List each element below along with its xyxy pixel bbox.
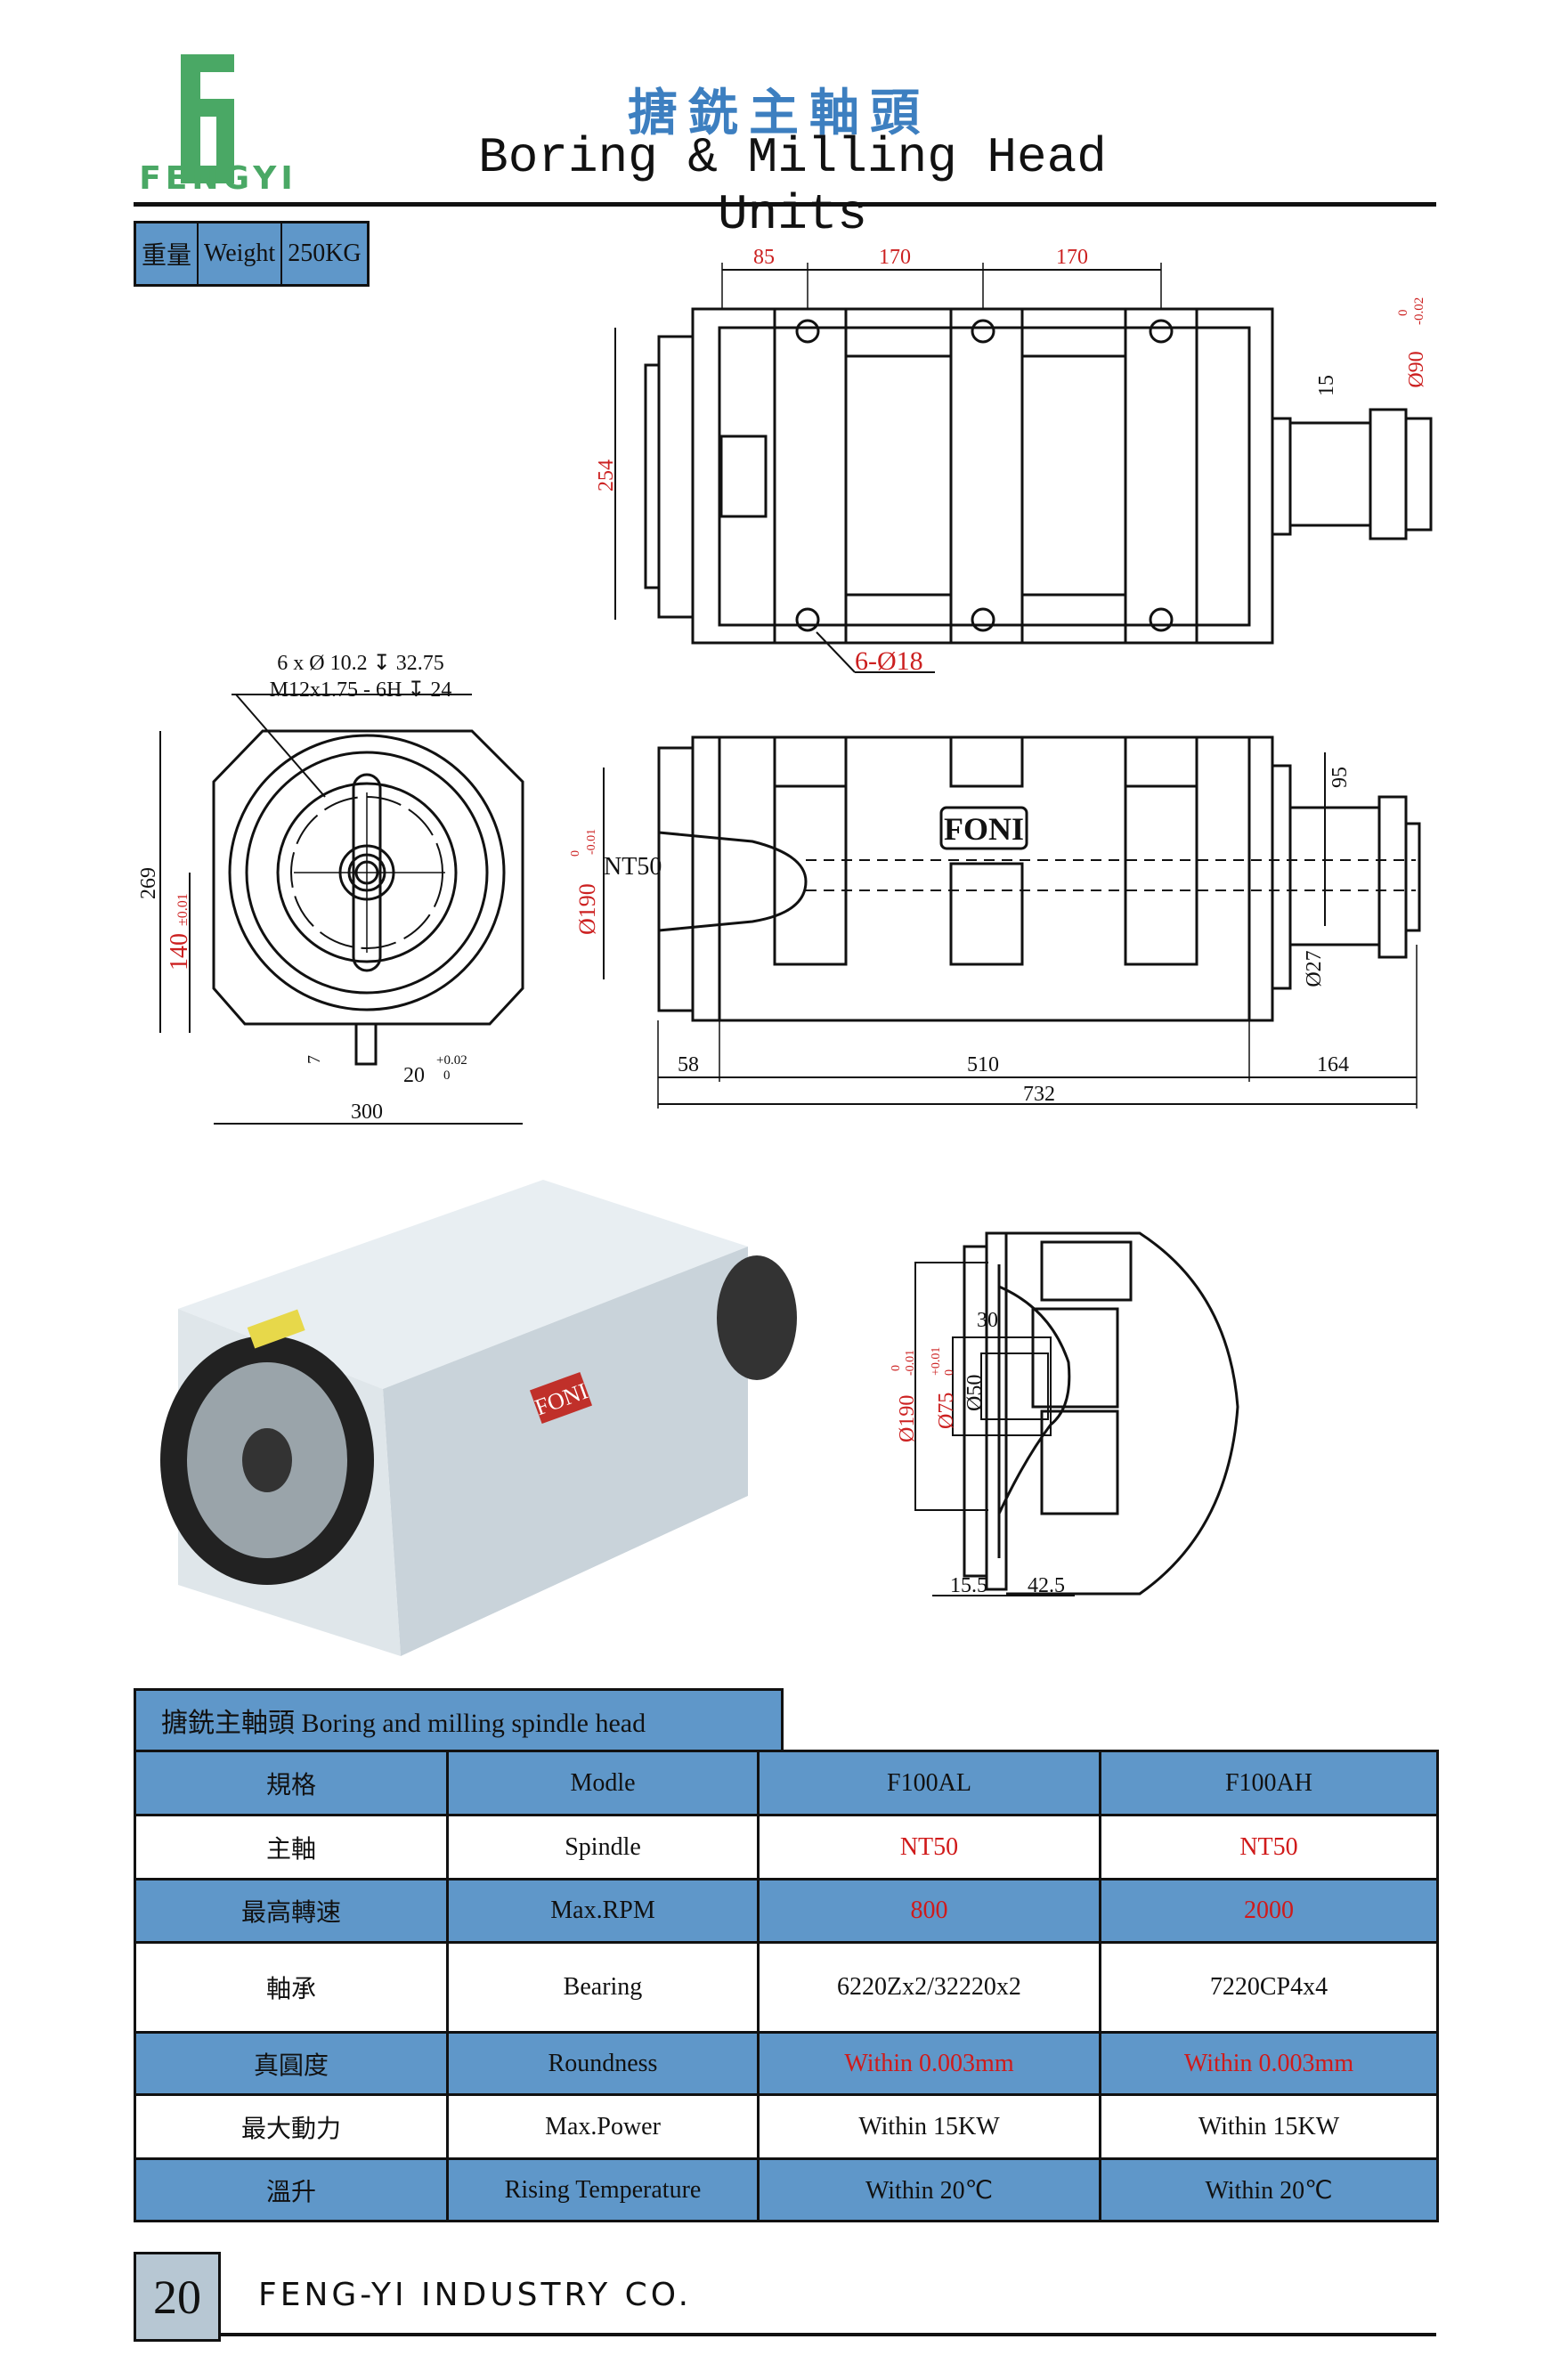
row-label-cn: 軸承 — [134, 1941, 449, 2034]
dim-section-190-tol-up: 0 — [890, 1365, 903, 1371]
dim-85: 85 — [753, 246, 775, 269]
dim-170-a: 170 — [879, 246, 911, 269]
dim-269: 269 — [137, 867, 160, 899]
table-row-max-power: 最大動力 Max.Power Within 15KW Within 15KW — [134, 2093, 1439, 2160]
page-number: 20 — [134, 2252, 221, 2342]
dim-75-tol-up: +0.01 — [930, 1347, 943, 1376]
dim-section-190: Ø190 — [896, 1395, 919, 1442]
cell-value: 800 — [757, 1878, 1101, 1944]
dim-7: 7 — [305, 1055, 324, 1064]
dim-164: 164 — [1317, 1053, 1349, 1076]
row-label-cn: 主軸 — [134, 1814, 449, 1880]
dim-190-tol-low: -0.01 — [585, 829, 598, 855]
logo-text: FENGYI — [139, 160, 297, 197]
foni-brand-label: FONI — [944, 811, 1024, 847]
weight-box: 重量 Weight 250KG — [134, 221, 370, 287]
row-label-cn: 規格 — [134, 1750, 449, 1816]
table-row-model: 規格 Modle F100AL F100AH — [134, 1750, 1439, 1816]
page-title-chinese: 搪銑主軸頭 — [628, 86, 930, 142]
cell-value: Within 15KW — [757, 2093, 1101, 2160]
tol-low: -0.02 — [1412, 297, 1426, 325]
footer-divider — [218, 2333, 1436, 2336]
cell-value: Within 20℃ — [1099, 2157, 1439, 2222]
top-view-drawing: 85 170 170 254 15 Ø90 0 -0.02 6-Ø18 — [595, 246, 1433, 676]
cell-value: 2000 — [1099, 1878, 1439, 1944]
row-label-en: Modle — [446, 1750, 760, 1816]
dim-510: 510 — [967, 1053, 999, 1076]
dim-section-190-tol-low: -0.01 — [904, 1350, 917, 1376]
page-title: Boring & Milling Head Units — [478, 129, 1107, 243]
holes-note: 6-Ø18 — [855, 646, 923, 676]
weight-label: Weight — [199, 223, 283, 284]
dim-30: 30 — [977, 1309, 998, 1332]
dim-15-5: 15.5 — [950, 1574, 987, 1597]
section-view-drawing: 30 Ø190 0 -0.01 Ø75 +0.01 0 Ø50 15.5 42.… — [890, 1231, 1239, 1597]
dim-50: Ø50 — [963, 1375, 987, 1411]
table-row-spindle: 主軸 Spindle NT50 NT50 — [134, 1814, 1439, 1880]
front-note-thread: M12x1.75 - 6H ↧ 24 — [270, 678, 452, 702]
dim-75: Ø75 — [935, 1393, 958, 1429]
cell-value: 7220CP4x4 — [1099, 1941, 1439, 2034]
dim-254: 254 — [595, 459, 618, 491]
technical-drawings: 85 170 170 254 15 Ø90 0 -0.02 6-Ø18 6 x … — [137, 246, 1433, 1656]
row-label-en: Spindle — [446, 1814, 760, 1880]
weight-label-cn: 重量 — [136, 223, 199, 284]
row-label-cn: 溫升 — [134, 2157, 449, 2222]
cell-value: Within 15KW — [1099, 2093, 1439, 2160]
spec-table-title: 搪銑主軸頭 Boring and milling spindle head — [134, 1688, 784, 1750]
taper-label: NT50 — [604, 853, 662, 881]
cell-value: NT50 — [757, 1814, 1101, 1880]
dim-190: Ø190 — [574, 883, 600, 935]
col-header-f100al: F100AL — [757, 1750, 1101, 1816]
row-label-cn: 真圓度 — [134, 2031, 449, 2096]
row-label-en: Max.RPM — [446, 1878, 760, 1944]
dim-190-tol-up: 0 — [569, 850, 582, 857]
cell-value: NT50 — [1099, 1814, 1439, 1880]
row-label-en: Roundness — [446, 2031, 760, 2096]
table-row-rising-temperature: 溫升 Rising Temperature Within 20℃ Within … — [134, 2157, 1439, 2222]
table-row-max-rpm: 最高轉速 Max.RPM 800 2000 — [134, 1878, 1439, 1944]
dim-20-tol-low: 0 — [443, 1068, 451, 1083]
table-row-roundness: 真圓度 Roundness Within 0.003mm Within 0.00… — [134, 2031, 1439, 2096]
fengyi-logo-icon — [181, 54, 234, 183]
dim-170-b: 170 — [1056, 246, 1088, 269]
tol-up: 0 — [1396, 310, 1410, 317]
dim-42-5: 42.5 — [1028, 1574, 1065, 1597]
dim-shaft-dia: Ø90 — [1405, 351, 1428, 387]
row-label-cn: 最高轉速 — [134, 1878, 449, 1944]
dim-27: Ø27 — [1303, 950, 1326, 987]
cell-value: Within 20℃ — [757, 2157, 1101, 2222]
side-view-drawing: FONI NT50 Ø190 0 -0.01 95 Ø27 58 510 164… — [569, 735, 1421, 1109]
front-note-holes: 6 x Ø 10.2 ↧ 32.75 — [277, 652, 443, 675]
weight-value: 250KG — [288, 240, 362, 267]
dim-300: 300 — [351, 1101, 383, 1124]
row-label-en: Max.Power — [446, 2093, 760, 2160]
cell-value: 6220Zx2/32220x2 — [757, 1941, 1101, 2034]
spindle-head-render: FONI — [160, 1180, 797, 1656]
dim-75-tol-low: 0 — [943, 1369, 956, 1376]
header-divider — [134, 202, 1436, 207]
cell-value: Within 0.003mm — [757, 2031, 1101, 2096]
front-view-drawing: 6 x Ø 10.2 ↧ 32.75 M12x1.75 - 6H ↧ 24 26… — [137, 652, 524, 1125]
company-name: FENG-YI INDUSTRY CO. — [258, 2277, 693, 2313]
dim-20: 20 — [403, 1064, 425, 1087]
dim-140-tol: ±0.01 — [175, 893, 191, 926]
spec-table: 搪銑主軸頭 Boring and milling spindle head 規格… — [134, 1688, 1439, 2222]
table-row-bearing: 軸承 Bearing 6220Zx2/32220x2 7220CP4x4 — [134, 1941, 1439, 2034]
row-label-en: Bearing — [446, 1941, 760, 2034]
row-label-en: Rising Temperature — [446, 2157, 760, 2222]
dim-140: 140 — [166, 933, 193, 971]
dim-732: 732 — [1023, 1083, 1055, 1106]
row-label-cn: 最大動力 — [134, 2093, 449, 2160]
dim-20-tol-up: +0.02 — [436, 1053, 467, 1068]
dim-15: 15 — [1315, 375, 1338, 396]
col-header-f100ah: F100AH — [1099, 1750, 1439, 1816]
dim-58: 58 — [678, 1053, 699, 1076]
dim-95: 95 — [1328, 767, 1352, 788]
cell-value: Within 0.003mm — [1099, 2031, 1439, 2096]
